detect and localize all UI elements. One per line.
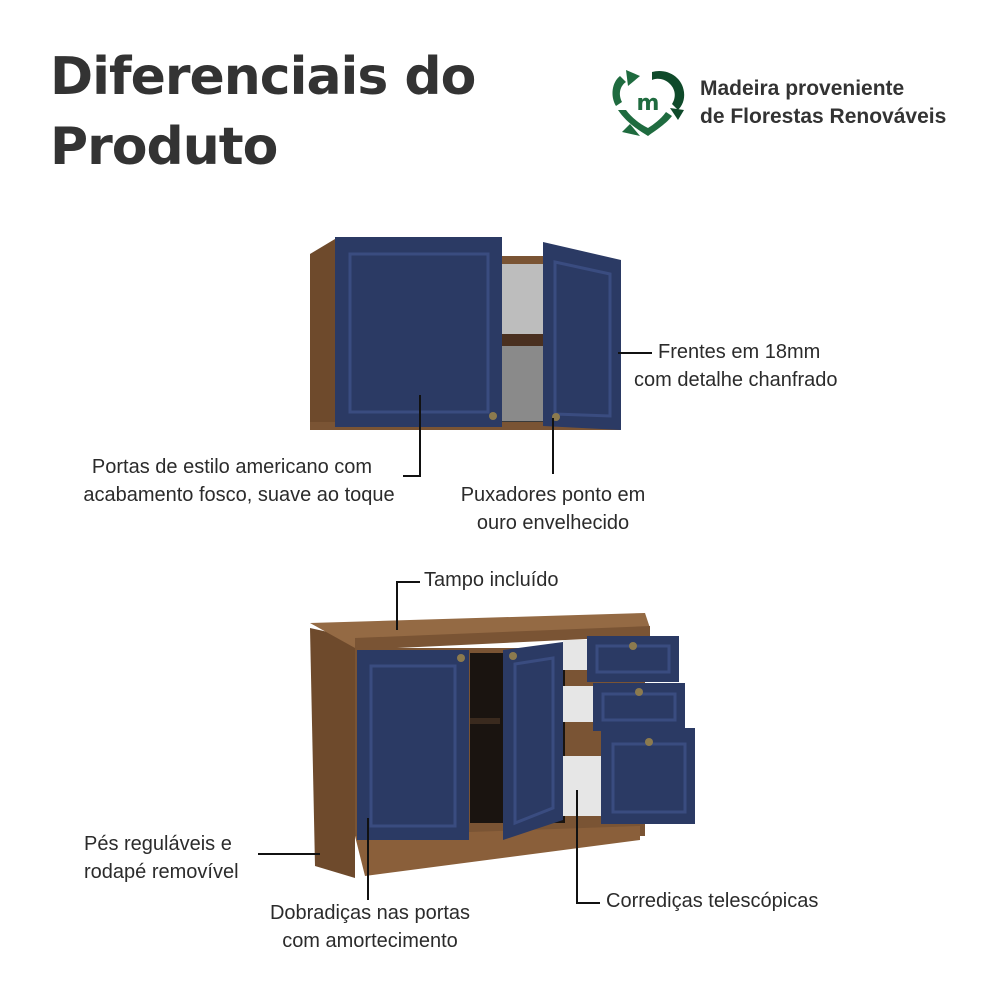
callout-doors: Portas de estilo americano com acabament… xyxy=(60,453,418,509)
callout-top-line1: Tampo incluído xyxy=(424,569,559,591)
callout-line-slides-h xyxy=(576,902,600,904)
callout-hinges: Dobradiças nas portas com amortecimento xyxy=(250,899,490,955)
badge-text: Madeira proveniente de Florestas Renováv… xyxy=(700,75,946,131)
callout-line-fronts xyxy=(618,352,652,354)
callout-slides-line1: Corrediças telescópicas xyxy=(606,890,819,912)
callout-hinges-line1: Dobradiças nas portas xyxy=(269,902,471,924)
callout-feet-line2: rodapé removível xyxy=(84,861,239,883)
callout-feet: Pés reguláveis e rodapé removível xyxy=(84,830,239,886)
callout-doors-line2: acabamento fosco, suave ao toque xyxy=(83,484,395,506)
callout-line-slides-v xyxy=(576,790,578,904)
page-title-line1: Diferenciais do xyxy=(50,47,476,107)
callout-line-hinges xyxy=(367,818,369,900)
upper-cabinet-illustration xyxy=(310,237,621,430)
callout-hinges-line2: com amortecimento xyxy=(282,930,458,952)
callout-line-top-h xyxy=(396,581,420,583)
callout-fronts-line1: Frentes em 18mm xyxy=(658,341,821,363)
callout-line-handles xyxy=(552,418,554,474)
callout-doors-line1: Portas de estilo americano com xyxy=(91,456,373,478)
callout-handles-line1: Puxadores ponto em xyxy=(460,484,646,506)
callout-top: Tampo incluído xyxy=(424,566,559,594)
badge-text-line2: de Florestas Renováveis xyxy=(700,105,947,128)
sustainability-badge: m Madeira proveniente de Florestas Renov… xyxy=(608,66,992,138)
page-title: Diferenciais do Produto xyxy=(50,42,476,182)
callout-slides: Corrediças telescópicas xyxy=(606,887,818,915)
badge-text-line1: Madeira proveniente xyxy=(700,77,905,100)
callout-fronts: Frentes em 18mm com detalhe chanfrado xyxy=(634,338,837,394)
callout-line-doors-h xyxy=(403,475,421,477)
lower-cabinet-illustration xyxy=(310,613,695,878)
recycle-heart-m-icon: m xyxy=(612,70,685,136)
svg-text:m: m xyxy=(637,91,660,116)
callout-line-top-v xyxy=(396,582,398,630)
callout-line-feet xyxy=(258,853,320,855)
callout-handles: Puxadores ponto em ouro envelhecido xyxy=(440,481,666,537)
callout-line-doors-v xyxy=(419,395,421,477)
callout-feet-line1: Pés reguláveis e xyxy=(84,833,232,855)
callout-handles-line2: ouro envelhecido xyxy=(476,512,630,534)
callout-fronts-line2: com detalhe chanfrado xyxy=(634,369,838,391)
page-title-line2: Produto xyxy=(50,117,278,177)
